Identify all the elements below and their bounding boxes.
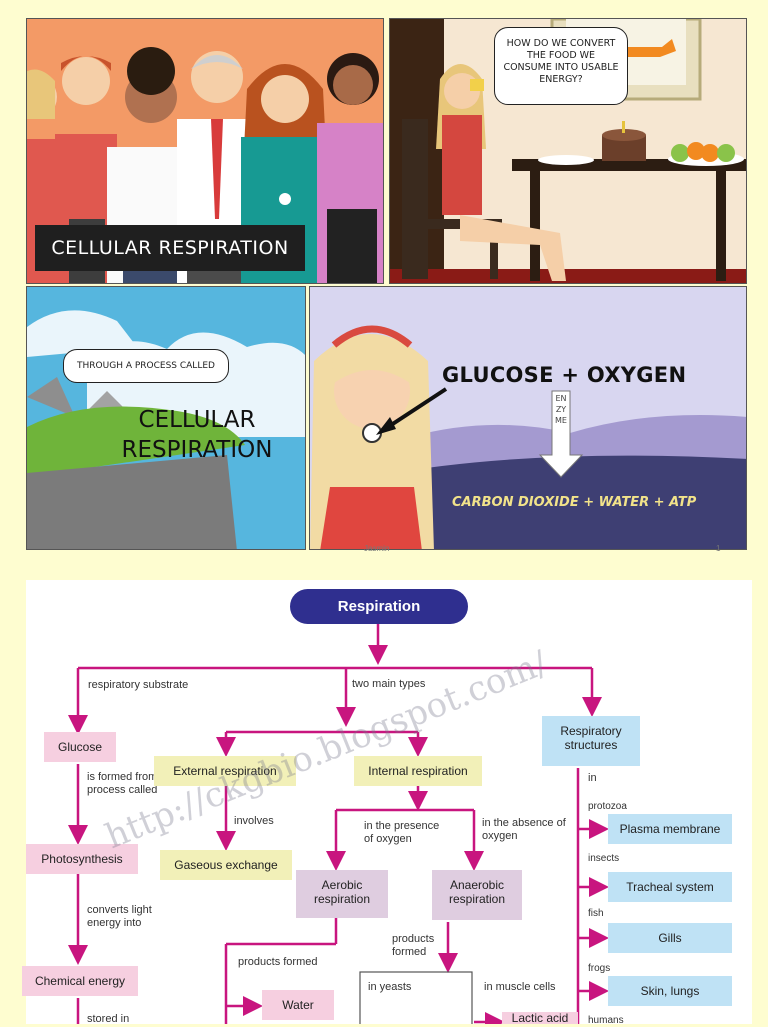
glucose-equation-illustration — [310, 325, 746, 549]
label-converts-light: converts light energy into — [87, 904, 152, 930]
comic-panel-3: THROUGH A PROCESS CALLED CELLULAR RESPIR… — [26, 286, 306, 550]
node-tracheal-system: Tracheal system — [608, 872, 732, 902]
node-skin-lungs: Skin, lungs — [608, 976, 732, 1006]
node-anaerobic-respiration: Anaerobic respiration — [432, 870, 522, 920]
label-humans: humans — [588, 1015, 624, 1026]
node-lactic-acid: Lactic acid — [502, 1012, 578, 1024]
label-insects: insects — [588, 853, 620, 864]
label-frogs: frogs — [588, 963, 611, 974]
label-in-muscle-cells: in muscle cells — [484, 981, 556, 993]
label-two-main-types: two main types — [352, 678, 426, 690]
node-chemical-energy: Chemical energy — [22, 966, 138, 996]
label-stored-in: stored in — [87, 1013, 130, 1025]
node-external-respiration: External respiration — [154, 756, 296, 786]
panel2-speech-bubble: HOW DO WE CONVERT THE FOOD WE CONSUME IN… — [494, 27, 628, 105]
panel3-title-line1: CELLULAR — [138, 407, 256, 433]
comic-panel-1: CELLULAR RESPIRATION — [26, 18, 384, 284]
label-products-formed-aerobic: products formed — [238, 956, 318, 968]
enzyme-label: ENZYME — [555, 394, 567, 425]
node-plasma-membrane: Plasma membrane — [608, 814, 732, 844]
label-is-formed-from: is formed from the process called — [87, 771, 176, 797]
node-aerobic-respiration: Aerobic respiration — [296, 870, 388, 918]
slide-footer-author: Jasmin — [364, 544, 390, 553]
slide-footer-page: 1 — [716, 544, 721, 553]
node-internal-respiration: Internal respiration — [354, 756, 482, 786]
label-in-yeasts: in yeasts — [368, 981, 412, 993]
node-photosynthesis: Photosynthesis — [26, 844, 138, 874]
node-glucose: Glucose — [44, 732, 116, 762]
panel1-banner: CELLULAR RESPIRATION — [35, 225, 305, 271]
comic-panel-2: HOW DO WE CONVERT THE FOOD WE CONSUME IN… — [389, 18, 747, 284]
node-water: Water — [262, 990, 334, 1020]
label-fish: fish — [588, 908, 604, 919]
reactants-label: GLUCOSE + OXYGEN — [442, 363, 687, 387]
node-gills: Gills — [608, 923, 732, 953]
root-node-respiration: Respiration — [290, 589, 468, 624]
label-involves: involves — [234, 815, 274, 827]
panel3-title-line2: RESPIRATION — [121, 437, 273, 463]
label-protozoa: protozoa — [588, 801, 627, 812]
node-gaseous-exchange: Gaseous exchange — [160, 850, 292, 880]
panel3-speech-bubble: THROUGH A PROCESS CALLED — [63, 349, 229, 383]
node-respiratory-structures: Respiratory structures — [542, 716, 640, 766]
label-products-formed-anaerobic: products formed — [392, 933, 435, 959]
label-in-absence-of-oxygen: in the absence of oxygen — [482, 817, 566, 843]
products-label: CARBON DIOXIDE + WATER + ATP — [452, 495, 697, 510]
label-respiratory-substrate: respiratory substrate — [88, 679, 189, 691]
landscape-illustration — [27, 310, 305, 549]
label-in: in — [588, 772, 597, 784]
label-in-presence-of-oxygen: in the presence of oxygen — [364, 820, 440, 846]
comic-panel-4: GLUCOSE + OXYGEN ENZYME CARBON DIOXIDE +… — [309, 286, 747, 550]
